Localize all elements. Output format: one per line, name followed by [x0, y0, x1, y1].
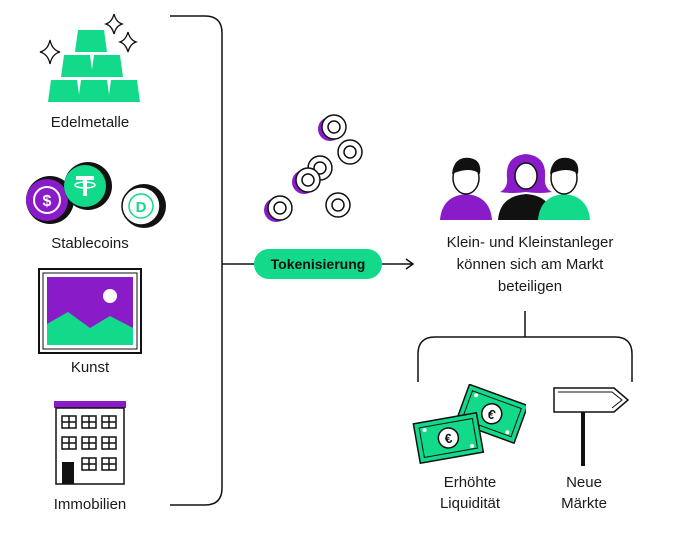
signpost-icon	[553, 387, 630, 466]
svg-text:D: D	[136, 199, 147, 216]
euro-banknotes-icon: € €	[412, 384, 526, 464]
gold-bars-icon	[39, 13, 140, 102]
painting-icon	[38, 268, 142, 354]
result-line-2: können sich am Markt	[456, 256, 604, 273]
benefits-bracket	[417, 336, 633, 382]
tokenisierung-badge: Tokenisierung	[254, 249, 382, 279]
svg-text:€: €	[444, 430, 454, 446]
label-immobilien: Immobilien	[53, 496, 127, 513]
crypto-coins-icon: $ D	[26, 162, 166, 228]
label-stablecoins: Stablecoins	[51, 235, 129, 252]
label-edelmetalle: Edelmetalle	[50, 114, 130, 131]
result-line-3: beteiligen	[497, 278, 563, 295]
asset-bracket	[170, 15, 223, 506]
markets-line-2: Märkte	[561, 495, 607, 512]
label-neue-maerkte: Neue Märkte	[544, 472, 624, 514]
liquidity-line-2: Liquidität	[439, 495, 501, 512]
svg-text:€: €	[486, 406, 498, 423]
arrow-head	[405, 258, 415, 270]
label-kunst: Kunst	[70, 359, 110, 376]
svg-text:$: $	[43, 193, 52, 210]
people-icon	[440, 154, 590, 220]
result-line-1: Klein- und Kleinstanleger	[446, 234, 614, 251]
building-icon	[54, 401, 126, 485]
markets-line-1: Neue	[566, 474, 602, 491]
label-erhoehte-liquiditaet: Erhöhte Liquidität	[420, 472, 520, 514]
token-coins-icon	[264, 114, 363, 222]
liquidity-line-1: Erhöhte	[443, 474, 497, 491]
result-text: Klein- und Kleinstanleger können sich am…	[400, 232, 660, 298]
